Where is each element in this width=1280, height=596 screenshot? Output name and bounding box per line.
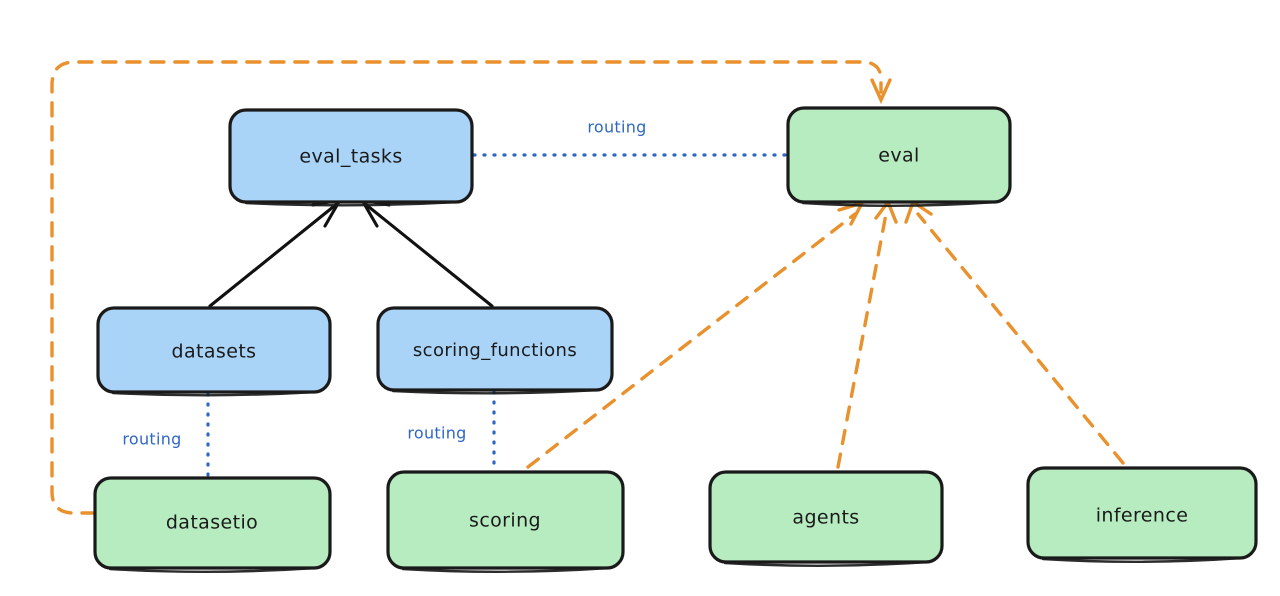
node-eval-tasks-label: eval_tasks	[299, 146, 402, 168]
node-scoring-label: scoring	[469, 510, 541, 532]
node-inference-label: inference	[1096, 505, 1189, 527]
node-datasets-label: datasets	[172, 341, 257, 363]
node-datasetio-label: datasetio	[166, 512, 258, 534]
node-inference[interactable]: inference	[1026, 466, 1258, 563]
node-datasets[interactable]: datasets	[96, 306, 332, 397]
edge-agents-to-eval	[836, 198, 898, 469]
node-scoring-functions-label: scoring_functions	[413, 340, 577, 361]
edge-scoring-functions-to-eval-tasks	[358, 197, 494, 308]
edge-datasetio-to-eval	[50, 60, 892, 515]
edge-inference-to-eval	[904, 199, 1125, 465]
edge-label-routing-scoring: routing	[407, 424, 466, 443]
node-scoring[interactable]: scoring	[386, 470, 625, 573]
edge-label-routing-eval: routing	[587, 118, 646, 137]
node-scoring-functions[interactable]: scoring_functions	[376, 306, 614, 395]
node-eval-label: eval	[878, 145, 919, 167]
node-eval[interactable]: eval	[786, 106, 1012, 207]
node-datasetio[interactable]: datasetio	[93, 476, 332, 573]
node-eval-tasks[interactable]: eval_tasks	[228, 108, 474, 207]
edge-label-routing-datasetio: routing	[122, 430, 181, 449]
edge-datasets-to-eval-tasks	[208, 197, 344, 308]
node-agents[interactable]: agents	[708, 470, 944, 567]
node-agents-label: agents	[792, 507, 859, 529]
